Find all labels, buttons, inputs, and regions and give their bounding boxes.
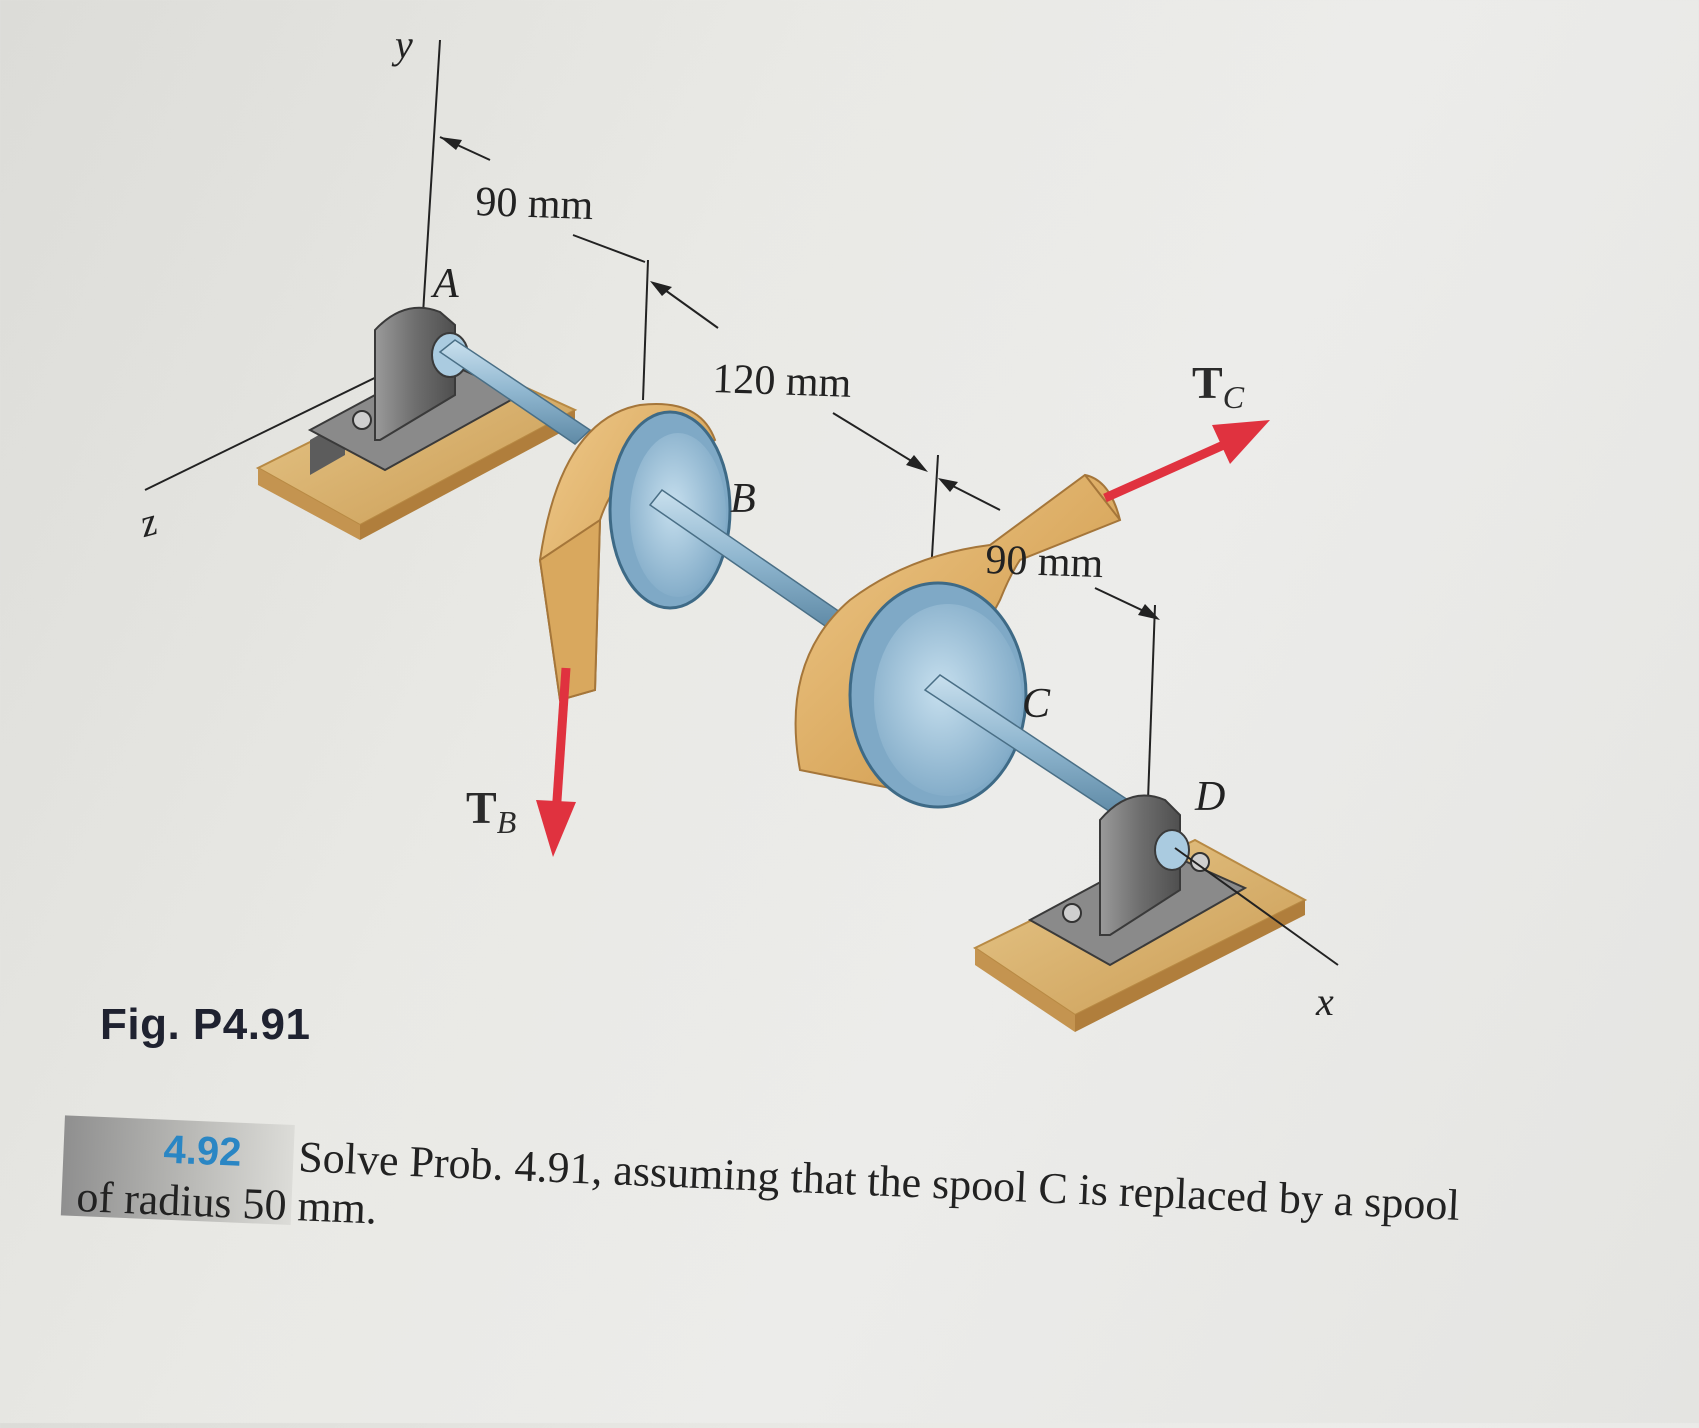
tension-C-label: TC <box>1192 357 1245 415</box>
dimension-B-C-label: 120 mm <box>712 356 853 407</box>
figure-caption: Fig. P4.91 <box>100 1000 311 1049</box>
point-C-label: C <box>1022 681 1051 727</box>
x-axis-label: x <box>1315 979 1334 1024</box>
shaft-segment-AB <box>438 339 592 445</box>
dimension-C-D: 90 mm <box>985 537 1160 801</box>
spool-B <box>538 403 732 702</box>
bearing-D <box>1027 794 1248 967</box>
y-axis-label: y <box>391 22 413 67</box>
point-B-label: B <box>730 476 756 522</box>
z-axis-label: z <box>134 498 162 546</box>
point-D-label: D <box>1194 774 1225 820</box>
z-axis-line <box>144 367 396 491</box>
spool-C <box>794 473 1122 809</box>
problem-number: 4.92 <box>162 1127 243 1175</box>
y-axis-line <box>421 39 441 331</box>
tension-B-arrow <box>536 667 576 857</box>
dimension-B-C: 120 mm <box>712 356 1001 591</box>
tension-B-label: TB <box>466 782 516 840</box>
x-axis-line <box>1174 847 1339 966</box>
dimension-C-D-label: 90 mm <box>985 537 1105 587</box>
tension-C-arrow <box>1103 420 1270 503</box>
dimension-A-B: 90 mm <box>439 136 719 401</box>
dimension-A-B-label: 90 mm <box>475 179 595 229</box>
point-A-label: A <box>430 261 459 307</box>
